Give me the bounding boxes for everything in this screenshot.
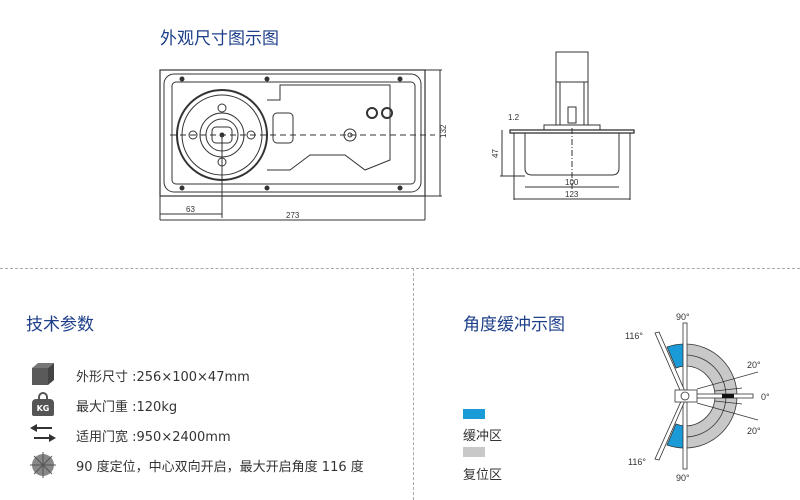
legend-label-buffer: 缓冲区 xyxy=(463,429,503,444)
spec-max-weight: 最大门重 :120kg xyxy=(76,400,178,415)
spec-door-width: 适用门宽 :950×2400mm xyxy=(76,430,231,445)
top-view-drawing: 63 273 132 xyxy=(159,69,448,221)
label-90-bottom: 90° xyxy=(676,473,690,483)
label-20-top: 20° xyxy=(747,360,761,370)
specs-title: 技术参数 xyxy=(26,315,94,335)
legend-swatch-reset xyxy=(463,447,485,457)
label-116-top: 116° xyxy=(625,331,643,341)
spec-opening-angle: 90 度定位，中心双向开启，最大开启角度 116 度 xyxy=(76,460,364,475)
side-view-drawing: 1.2 47 100 123 xyxy=(491,51,635,200)
angle-buffer-diagram: 90° 90° 116° 116° 20° 20° 0° xyxy=(625,312,770,483)
label-0: 0° xyxy=(761,392,770,402)
dim-123: 123 xyxy=(565,190,579,199)
dim-47: 47 xyxy=(491,149,500,158)
dim-273: 273 xyxy=(286,211,300,220)
horizontal-divider xyxy=(0,268,800,269)
label-90-top: 90° xyxy=(676,312,690,322)
arrows-left-right-icon xyxy=(30,424,56,442)
reset-zone xyxy=(684,343,738,449)
label-116-bottom: 116° xyxy=(628,457,646,467)
legend-label-reset: 复位区 xyxy=(463,468,503,483)
legend-swatch-buffer xyxy=(463,409,485,419)
cube-icon xyxy=(32,363,54,385)
dim-63: 63 xyxy=(186,205,195,214)
compass-icon xyxy=(30,452,56,478)
dim-1-2: 1.2 xyxy=(508,113,520,122)
weight-kg-icon: KG xyxy=(32,392,54,416)
spec-dimensions: 外形尺寸 :256×100×47mm xyxy=(76,370,250,385)
dim-100: 100 xyxy=(565,178,579,187)
angle-title: 角度缓冲示图 xyxy=(463,315,565,335)
vertical-divider xyxy=(413,268,414,500)
dimensions-title: 外观尺寸图示图 xyxy=(160,29,279,49)
label-20-bottom: 20° xyxy=(747,426,761,436)
dim-132: 132 xyxy=(439,124,448,138)
